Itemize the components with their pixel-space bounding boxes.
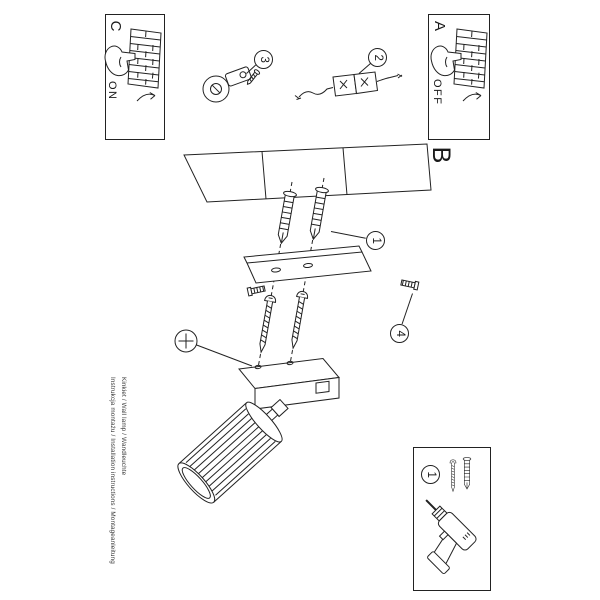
fixing-screw-icon bbox=[246, 69, 261, 85]
callout-3-number: 3 bbox=[258, 56, 271, 63]
section-b-letter: B bbox=[427, 146, 455, 164]
panel-c-letter: C bbox=[107, 20, 124, 32]
cable-clamp-icon bbox=[202, 64, 261, 103]
callout-2-number: 2 bbox=[372, 54, 385, 61]
tools-callout-1-number: 1 bbox=[425, 471, 438, 478]
panel-a-letter: A bbox=[431, 20, 448, 31]
tools-illustration bbox=[425, 457, 477, 575]
ceiling-panel-icon bbox=[183, 143, 432, 203]
callout-4-leader bbox=[401, 293, 413, 325]
callout-1-number: 1 bbox=[370, 237, 383, 244]
wood-screw-icon bbox=[287, 290, 310, 350]
switch-on-label: ON bbox=[106, 81, 118, 101]
wood-screw-icon bbox=[255, 294, 278, 354]
switch-off-panel bbox=[428, 14, 490, 140]
callout-4: 4 bbox=[390, 324, 409, 343]
credits: Instrukcja montażu / Installation instru… bbox=[109, 377, 127, 593]
mounting-bracket-icon bbox=[243, 245, 372, 284]
wall-plug-icon bbox=[462, 457, 472, 490]
drill-icon bbox=[425, 499, 477, 575]
lamp-base-icon bbox=[238, 357, 340, 410]
callout-3: 3 bbox=[254, 50, 273, 69]
tools-callout-1: 1 bbox=[421, 465, 440, 484]
switch-off-label: OFF bbox=[431, 79, 443, 106]
machine-screw-icon bbox=[246, 284, 266, 297]
callout-1: 1 bbox=[366, 231, 385, 250]
credit-instructions: Instrukcja montażu / Installation instru… bbox=[109, 377, 116, 564]
callout-1-leader bbox=[330, 231, 366, 239]
exploded-assembly bbox=[174, 143, 432, 504]
callout-3-leader bbox=[246, 64, 257, 74]
callout-2: 2 bbox=[368, 48, 387, 67]
credit-product: Kinkiet / Wall lamp / Wandleuchte bbox=[120, 377, 127, 476]
callout-4-number: 4 bbox=[394, 330, 407, 337]
switch-on-panel bbox=[105, 14, 165, 140]
machine-screw-icon bbox=[400, 278, 420, 291]
screw-icon bbox=[449, 459, 457, 492]
lamp-shade-icon bbox=[177, 398, 289, 504]
terminal-block-icon bbox=[294, 63, 403, 100]
phillips-head-icon bbox=[174, 329, 253, 367]
wire-icon bbox=[298, 87, 334, 98]
callout-2-leader bbox=[358, 63, 371, 74]
